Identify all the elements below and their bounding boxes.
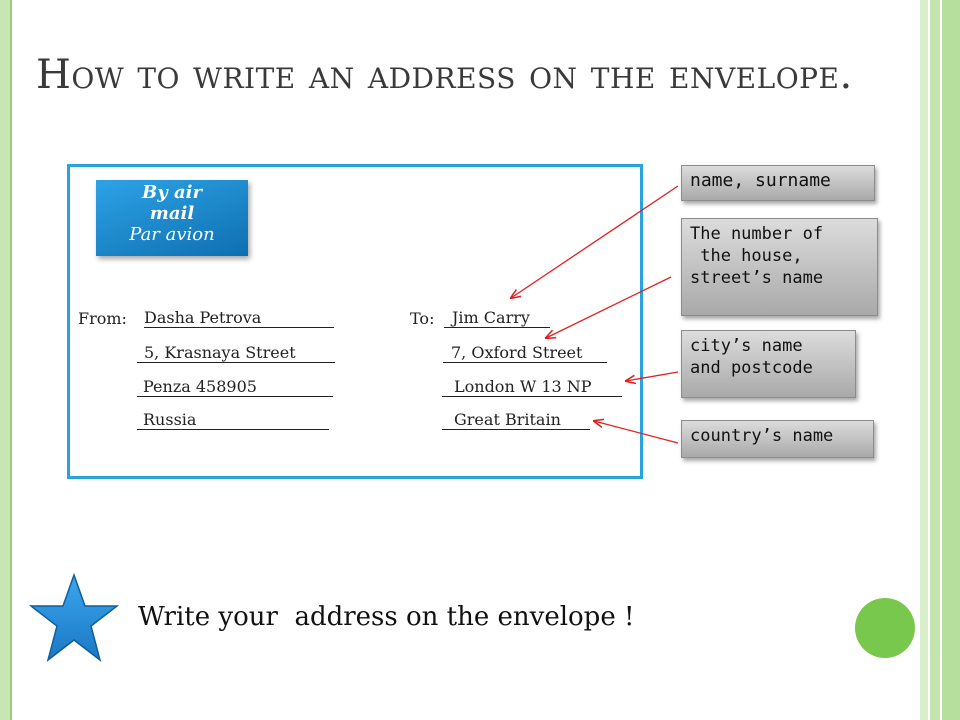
instruction-text: Write your address on the envelope !: [138, 602, 635, 632]
callout-name-text: name, surname: [690, 170, 831, 191]
recipient-country: Great Britain: [442, 411, 590, 430]
arrow-to-street: [546, 276, 672, 338]
callout-city-line-1: city’s name: [690, 336, 803, 356]
callout-name: name, surname: [681, 165, 875, 201]
arrow-to-city: [626, 371, 679, 381]
recipient-name: Jim Carry: [444, 309, 550, 328]
callout-house-line-1: The number of: [690, 224, 824, 244]
callout-city: city’s name and postcode: [681, 330, 856, 398]
callout-house-line-2: the house,: [690, 246, 803, 266]
callout-house: The number of the house, street’s name: [681, 218, 878, 316]
sender-country: Russia: [137, 411, 329, 430]
callout-country: country’s name: [681, 420, 874, 458]
callout-city-line-2: and postcode: [690, 358, 813, 378]
callout-country-text: country’s name: [690, 426, 834, 446]
frame-left: [0, 0, 10, 720]
stamp-line-1: By air: [142, 182, 202, 203]
arrow-to-country: [594, 421, 679, 444]
recipient-street: 7, Oxford Street: [443, 344, 607, 363]
sender-label: From:: [78, 309, 127, 328]
recipient-city: London W 13 NP: [442, 378, 622, 397]
slide-title: How to write an address on the envelope.: [36, 52, 853, 98]
sender-street: 5, Krasnaya Street: [137, 344, 335, 363]
stamp-line-2: mail: [149, 203, 195, 224]
stamp-line-3: Par avion: [129, 224, 215, 245]
frame-left-line: [10, 0, 12, 720]
arrow-to-name: [511, 185, 679, 298]
air-mail-stamp: By air mail Par avion: [96, 180, 248, 256]
callout-house-line-3: street’s name: [690, 268, 824, 288]
green-circle: [855, 598, 915, 658]
sender-name: Dasha Petrova: [144, 309, 334, 328]
sender-city: Penza 458905: [137, 378, 333, 397]
recipient-label: To:: [410, 309, 435, 328]
star-icon: [28, 572, 120, 662]
frame-right: [918, 0, 960, 720]
